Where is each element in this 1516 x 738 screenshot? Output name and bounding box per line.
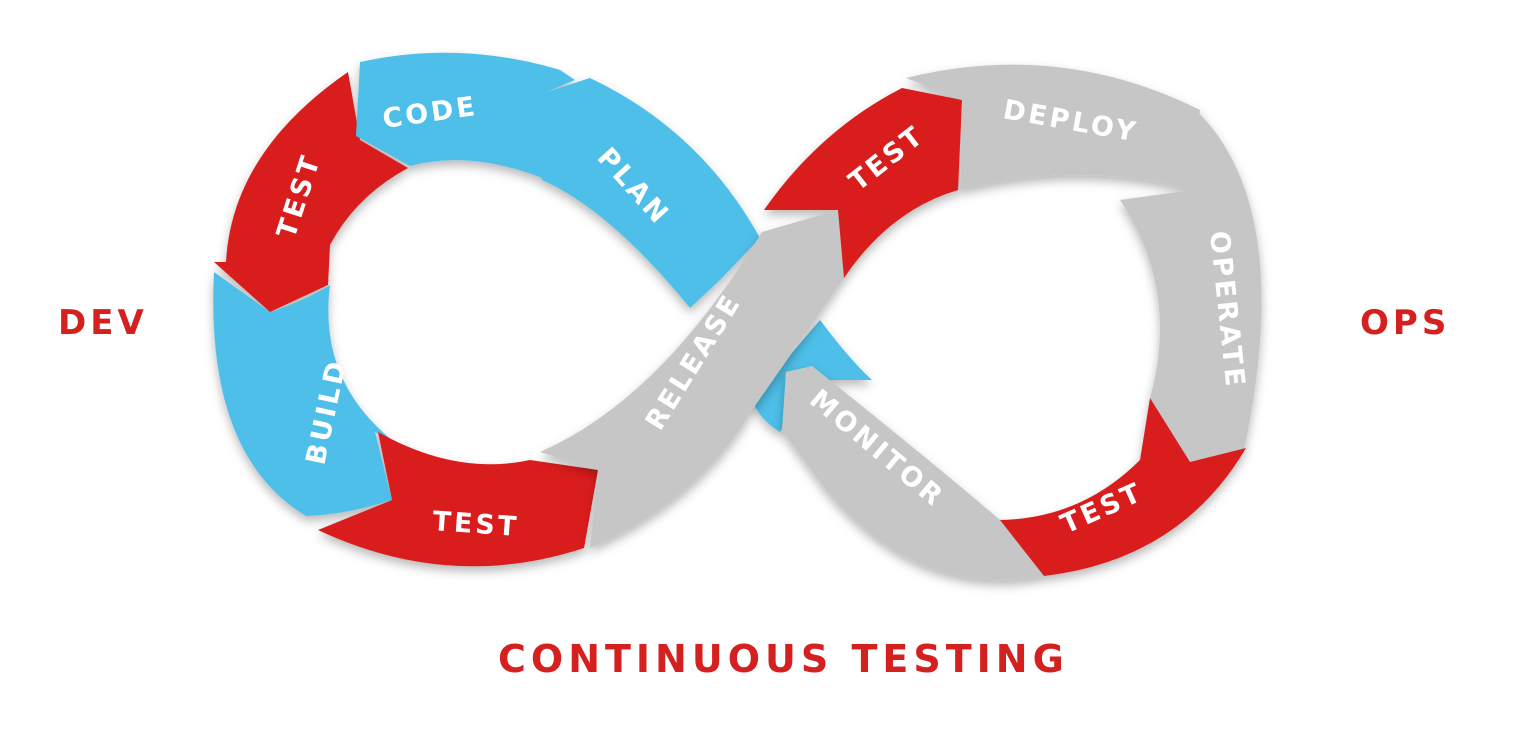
- build-segment: [213, 272, 392, 516]
- test-ops-top-segment: [764, 88, 962, 278]
- test-dev-bottom-label: TEST: [432, 506, 521, 543]
- test-dev-bottom-segment: [318, 432, 598, 567]
- ops-label: OPS: [1360, 303, 1450, 343]
- release-segment: [540, 210, 844, 548]
- continuous-testing-title: CONTINUOUS TESTING: [498, 637, 1069, 681]
- plan-segment: [522, 78, 760, 308]
- dev-label: DEV: [58, 303, 148, 343]
- test-ops-bottom-segment: [996, 398, 1246, 576]
- monitor-segment: [782, 366, 1044, 581]
- test-dev-top-segment: [214, 72, 408, 312]
- code-segment: [356, 52, 575, 178]
- deploy-segment: [906, 64, 1200, 190]
- operate-segment: [1120, 112, 1262, 462]
